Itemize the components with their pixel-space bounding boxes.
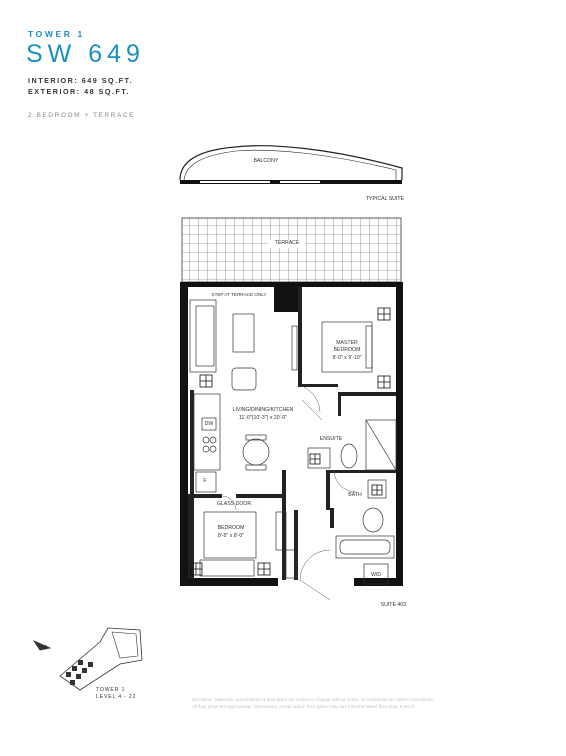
living-label: LIVING/DINING/KITCHEN — [232, 407, 294, 413]
glass-door-label: GLASS DOOR — [216, 501, 252, 507]
terrace-label: TERRACE — [274, 240, 300, 246]
disclaimer-line-1: Disclaimer: Materials, specifications & … — [192, 697, 435, 702]
window-marks — [189, 307, 391, 576]
ensuite-label: ENSUITE — [319, 436, 343, 442]
interior-area: INTERIOR: 649 SQ.FT. — [28, 76, 134, 85]
balcony-label: BALCONY — [253, 158, 279, 164]
exterior-walls — [180, 282, 403, 586]
bedroom-label: BEDROOM — [217, 525, 245, 531]
terrace-area — [181, 217, 402, 283]
fixtures — [189, 299, 397, 585]
suite-type: 2 BEDROOM + TERRACE — [28, 112, 135, 119]
balcony-area — [179, 145, 403, 184]
disclaimer: Disclaimer: Materials, specifications & … — [192, 697, 512, 710]
dishwasher-label: DW — [204, 421, 214, 427]
keyplan-tower: TOWER 1 — [96, 687, 126, 693]
suite-number-label: SUITE 403 — [380, 602, 406, 608]
step-label: STEP AT TERRACE ONLY — [211, 292, 267, 297]
master-bedroom-label: MASTER BEDROOM — [333, 340, 361, 353]
keyplan-level: LEVEL 4 - 22 — [96, 694, 137, 700]
key-plan — [32, 627, 143, 691]
master-bedroom-dims: 9'-0" x 9'-10" — [332, 355, 362, 361]
fridge-label: F — [203, 478, 207, 484]
interior-walls — [188, 287, 396, 580]
typical-suite-label: TYPICAL SUITE — [365, 196, 404, 202]
living-dims: 11'-0"(10'-3") x 20'-0" — [238, 415, 288, 421]
bedroom-dims: 8'-5" x 8'-0" — [217, 533, 245, 539]
washer-dryer-label: W/D — [370, 572, 382, 578]
exterior-area: EXTERIOR: 48 SQ.FT. — [28, 87, 130, 96]
tower-label: TOWER 1 — [28, 29, 85, 39]
door-swings — [221, 385, 357, 601]
suite-title: SW 649 — [26, 40, 145, 68]
disclaimer-line-2: All floor plans are approximate. Dimensi… — [192, 703, 416, 709]
bath-label: BATH — [348, 492, 362, 498]
